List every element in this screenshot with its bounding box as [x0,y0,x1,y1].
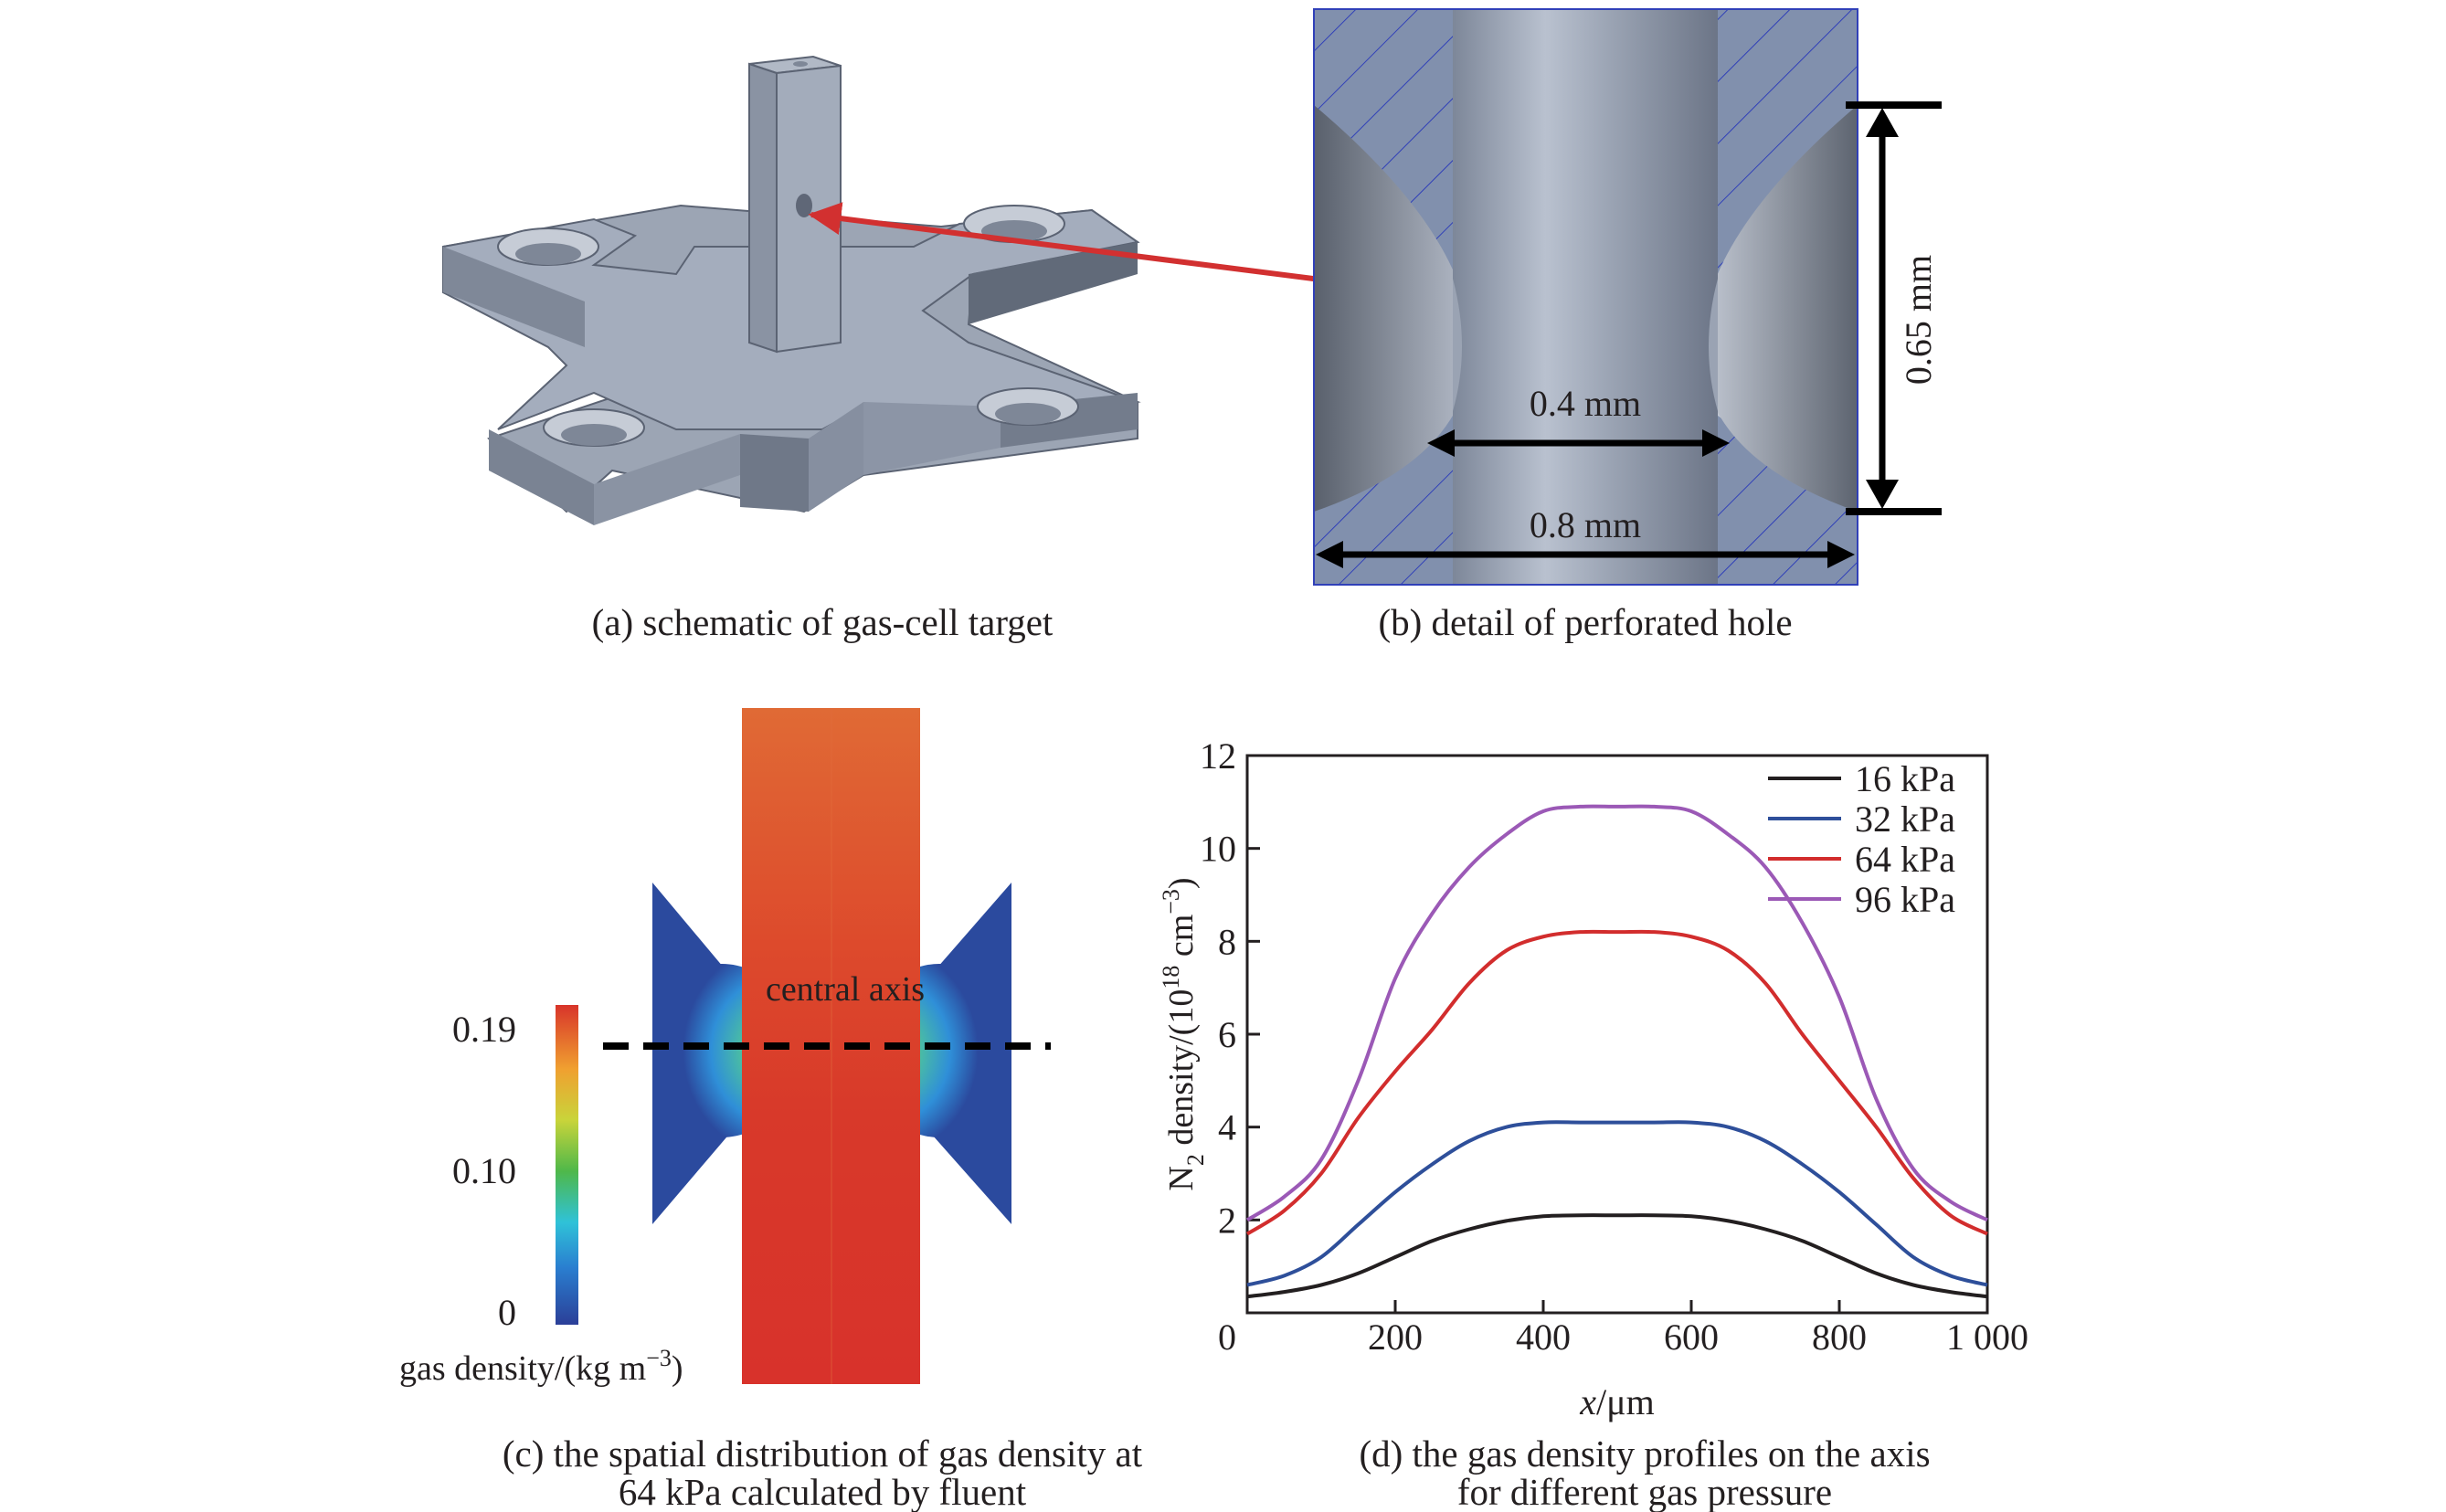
dim-inner-label: 0.4 mm [1530,383,1641,424]
x-tick-label: 400 [1516,1316,1571,1358]
x-tick-label: 600 [1664,1316,1719,1358]
x-tick-label: 200 [1368,1316,1423,1358]
dim-outer-label: 0.8 mm [1530,504,1641,545]
x-axis-label: x/μm [1579,1381,1654,1422]
panel-d-caption-2: for different gas pressure [1457,1471,1832,1512]
legend-label: 32 kPa [1855,798,1955,840]
y-axis-label: N2 density/(1018 cm−3) [1158,877,1209,1190]
panel-a-schematic [442,55,1422,525]
series-line-96-kpa [1245,804,1988,1222]
x-tick-label: 1 000 [1946,1316,2028,1358]
y-tick-label: 8 [1218,921,1236,962]
panel-b-detail [1313,8,1942,586]
colorbar-label: gas density/(kg m−3) [399,1345,683,1388]
x-tick-label: 800 [1812,1316,1867,1358]
y-tick-label: 4 [1218,1107,1236,1148]
legend-label: 96 kPa [1855,879,1955,920]
colorbar-tick-max: 0.19 [452,1009,516,1050]
x-tick-label: 0 [1218,1316,1236,1358]
colorbar-tick-min: 0 [498,1292,516,1333]
panel-c-caption-2: 64 kPa calculated by fluent [619,1471,1027,1512]
y-tick-label: 12 [1200,735,1236,777]
legend-label: 16 kPa [1855,758,1955,799]
panel-c-density-map [556,708,1078,1384]
panel-b-caption: (b) detail of perforated hole [1378,601,1792,643]
panel-a-caption: (a) schematic of gas-cell target [592,601,1054,643]
series-line-64-kpa [1245,929,1988,1236]
y-tick-label: 2 [1218,1200,1236,1241]
panel-d-caption-1: (d) the gas density profiles on the axis [1359,1433,1930,1475]
colorbar [556,1005,578,1325]
y-tick-label: 10 [1200,829,1236,870]
colorbar-tick-mid: 0.10 [452,1150,516,1191]
central-axis-label: central axis [766,970,925,1009]
y-tick-label: 6 [1218,1014,1236,1055]
legend-label: 64 kPa [1855,839,1955,880]
dim-height-label: 0.65 mm [1898,255,1939,385]
series-line-16-kpa [1246,1213,1988,1299]
panel-c-caption-1: (c) the spatial distribution of gas dens… [503,1433,1143,1475]
series-line-32-kpa [1246,1120,1988,1287]
